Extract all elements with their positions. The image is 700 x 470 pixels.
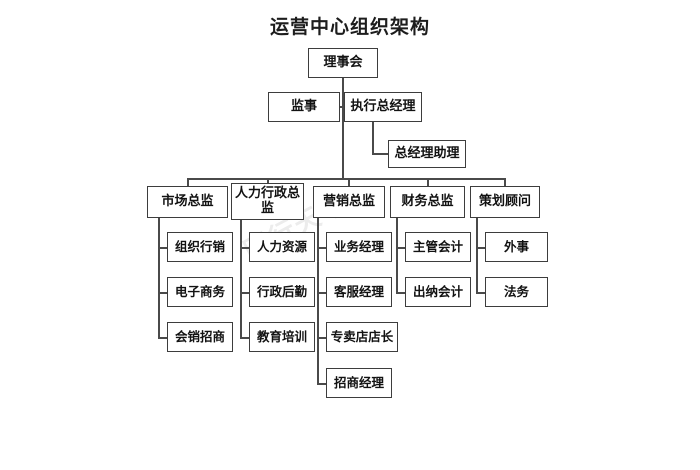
- connector-rail-planning-p1: [476, 247, 486, 249]
- node-investment-manager[interactable]: 招商经理: [326, 368, 392, 398]
- node-ecommerce[interactable]: 电子商务: [167, 277, 233, 307]
- connector-rail-market: [158, 218, 160, 338]
- connector-exec-to-asst-horizontal: [372, 153, 389, 155]
- connector-drop-hr-admin: [267, 178, 269, 184]
- node-education-training[interactable]: 教育培训: [249, 322, 315, 352]
- node-market-director[interactable]: 市场总监: [147, 186, 228, 218]
- connector-rail-sales-s2: [317, 292, 327, 294]
- connector-rail-finance: [396, 218, 398, 292]
- node-general-manager-assistant[interactable]: 总经理助理: [388, 140, 466, 168]
- connector-rail-finance-f2: [396, 292, 406, 294]
- node-foreign-affairs[interactable]: 外事: [485, 232, 548, 262]
- connector-rail-hr-h3: [240, 337, 250, 339]
- connector-drop-sales: [348, 178, 350, 187]
- page-title: 运营中心组织架构: [269, 16, 430, 38]
- connector-rail-sales-s4: [317, 383, 327, 385]
- connector-rail-hr: [240, 220, 242, 338]
- connector-rail-hr-h2: [240, 292, 250, 294]
- connector-drop-market: [187, 178, 189, 187]
- node-chief-accountant[interactable]: 主管会计: [405, 232, 471, 262]
- connector-rail-planning-p2: [476, 292, 486, 294]
- connector-rail-sales-s1: [317, 247, 327, 249]
- node-supervisor[interactable]: 监事: [268, 92, 340, 122]
- node-planning-consultant[interactable]: 策划顾问: [470, 186, 540, 218]
- node-legal-affairs[interactable]: 法务: [485, 277, 548, 307]
- connector-rail-market-m3: [158, 337, 168, 339]
- node-human-resources[interactable]: 人力资源: [249, 232, 315, 262]
- node-cashier-accountant[interactable]: 出纳会计: [405, 277, 471, 307]
- connector-rail-sales: [317, 218, 319, 384]
- connector-exec-to-asst-vertical: [372, 122, 374, 154]
- node-administrative-logistics[interactable]: 行政后勤: [249, 277, 315, 307]
- connector-rail-market-m2: [158, 292, 168, 294]
- node-organizational-marketing[interactable]: 组织行销: [167, 232, 233, 262]
- connector-drop-planning: [504, 178, 506, 187]
- node-hr-admin-director[interactable]: 人力行政总监: [231, 183, 304, 220]
- connector-drop-finance: [427, 178, 429, 187]
- node-sales-director[interactable]: 营销总监: [313, 186, 385, 218]
- connector-directors-bus: [187, 178, 505, 180]
- node-conference-sales-investment[interactable]: 会销招商: [167, 322, 233, 352]
- connector-board-to-bus: [342, 92, 344, 178]
- connector-board-trunk: [342, 78, 344, 92]
- connector-rail-finance-f1: [396, 247, 406, 249]
- connector-rail-planning: [476, 218, 478, 292]
- node-customer-service-manager[interactable]: 客服经理: [326, 277, 392, 307]
- node-finance-director[interactable]: 财务总监: [390, 186, 465, 218]
- connector-rail-market-m1: [158, 247, 168, 249]
- node-executive-general-manager[interactable]: 执行总经理: [344, 92, 422, 122]
- connector-exec-gm-link: [341, 106, 346, 108]
- node-board[interactable]: 理事会: [308, 48, 378, 78]
- node-business-manager[interactable]: 业务经理: [326, 232, 392, 262]
- node-store-manager[interactable]: 专卖店店长: [326, 322, 398, 352]
- connector-rail-sales-s3: [317, 337, 327, 339]
- connector-rail-hr-h1: [240, 247, 250, 249]
